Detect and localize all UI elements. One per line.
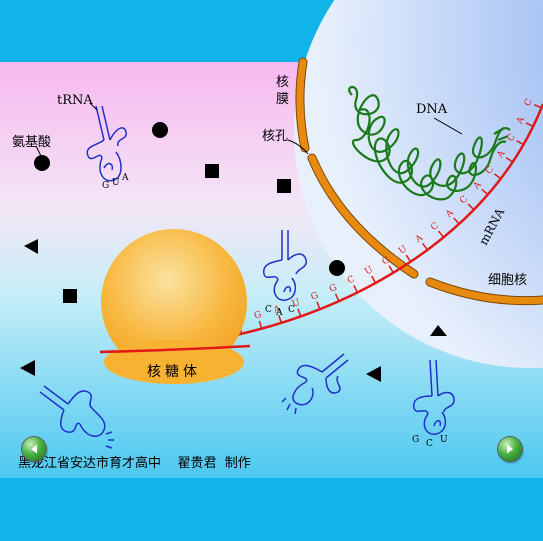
mrna-base: G <box>253 310 263 322</box>
mrna-base-tick <box>353 284 359 293</box>
nucleus-label: 细胞核 <box>488 273 527 288</box>
mrna-base-tick <box>481 188 489 196</box>
amino-acid-square <box>63 289 77 303</box>
arrow-left-icon <box>31 444 37 454</box>
trna-top-anticodon-3: A <box>121 173 129 183</box>
mrna-on-ribosome <box>99 344 251 354</box>
mrna-base: U <box>291 298 302 310</box>
mrna-base-tick <box>525 122 534 128</box>
trna-center: C A C <box>263 230 307 318</box>
amino-acid-circle <box>34 155 50 171</box>
amino-acid-triangle <box>430 325 447 336</box>
mrna-base-tick <box>334 293 340 302</box>
ribosome: 核糖体 <box>101 229 247 384</box>
nuclear-pore-label: 核孔 <box>262 129 288 144</box>
mrna-base: G <box>328 283 339 295</box>
mrna-base-tick <box>388 265 394 274</box>
mrna-base: C <box>506 132 518 143</box>
trna-mid-right <box>281 353 349 415</box>
dna-helix <box>348 85 511 201</box>
amino-acid-triangle <box>24 239 38 254</box>
bottom-band <box>0 478 543 541</box>
mrna-base: U <box>363 265 375 278</box>
amino-acids <box>20 122 447 382</box>
mrna-base-tick <box>453 217 460 225</box>
mrna-base: C <box>484 165 496 177</box>
dna-label: DNA <box>416 102 448 117</box>
amino-acid-circle <box>152 122 168 138</box>
trna-bottom-left <box>39 385 114 449</box>
mrna-base-tick <box>467 203 475 211</box>
trna-top-anticodon-1: G <box>102 181 109 191</box>
mrna-base-tick <box>493 173 502 180</box>
mrna-base: C <box>458 194 470 206</box>
mrna-base-tick <box>258 320 263 329</box>
nuclear-membrane-label-1: 核 <box>276 75 289 90</box>
mrna-base-tick <box>278 315 282 324</box>
ribosome-label: 核糖体 <box>147 364 201 380</box>
trna-right: G C U <box>412 359 455 449</box>
mrna-base-tick <box>422 243 429 251</box>
mrna-base-tick <box>437 230 445 238</box>
credit-text: 黑龙江省安达市育才高中 翟贵君 制作 <box>18 456 251 471</box>
trna-center-anticodon-3: C <box>288 305 295 315</box>
amino-acid-label: 氨基酸 <box>12 135 51 150</box>
arrow-right-icon <box>507 444 513 454</box>
mrna-base: G <box>381 255 392 267</box>
mrna-base-tick <box>516 139 524 146</box>
next-button[interactable] <box>498 437 522 461</box>
mrna-base-tick <box>533 104 542 109</box>
amino-acid-triangle <box>366 366 381 382</box>
trna-center-anticodon-1: C <box>265 305 272 315</box>
mrna-base-tick <box>505 156 514 163</box>
amino-acid-circle <box>329 260 345 276</box>
nuclear-membrane <box>295 57 543 306</box>
trna-label: tRNA <box>57 93 93 108</box>
trna-top-anticodon-2: U <box>112 178 120 188</box>
mrna-base: C <box>346 274 357 286</box>
amino-acid-square <box>277 179 291 193</box>
leader-lines <box>35 102 463 159</box>
mrna-base: A <box>272 304 283 316</box>
trna-right-anticodon-2: C <box>426 439 433 449</box>
mrna-base-tick <box>297 308 302 317</box>
nuclear-membrane-label-2: 膜 <box>276 92 289 107</box>
amino-acid-triangle <box>20 360 35 376</box>
mrna-base: A <box>515 115 527 127</box>
trna-center-anticodon-2: A <box>275 308 283 318</box>
mrna-base: G <box>310 291 320 303</box>
trna-top: G U A <box>86 105 129 191</box>
amino-acid-square <box>205 164 219 178</box>
mrna-base: C <box>523 97 535 107</box>
trna-right-anticodon-3: U <box>440 435 448 445</box>
mrna-base-tick <box>405 254 412 263</box>
trna-right-anticodon-1: G <box>412 435 419 445</box>
mrna-base-tick <box>316 301 321 310</box>
mrna-base: C <box>429 221 441 233</box>
ribosome-large-subunit <box>101 229 247 375</box>
mrna-base-tick <box>371 275 377 284</box>
prev-button[interactable] <box>22 437 46 461</box>
